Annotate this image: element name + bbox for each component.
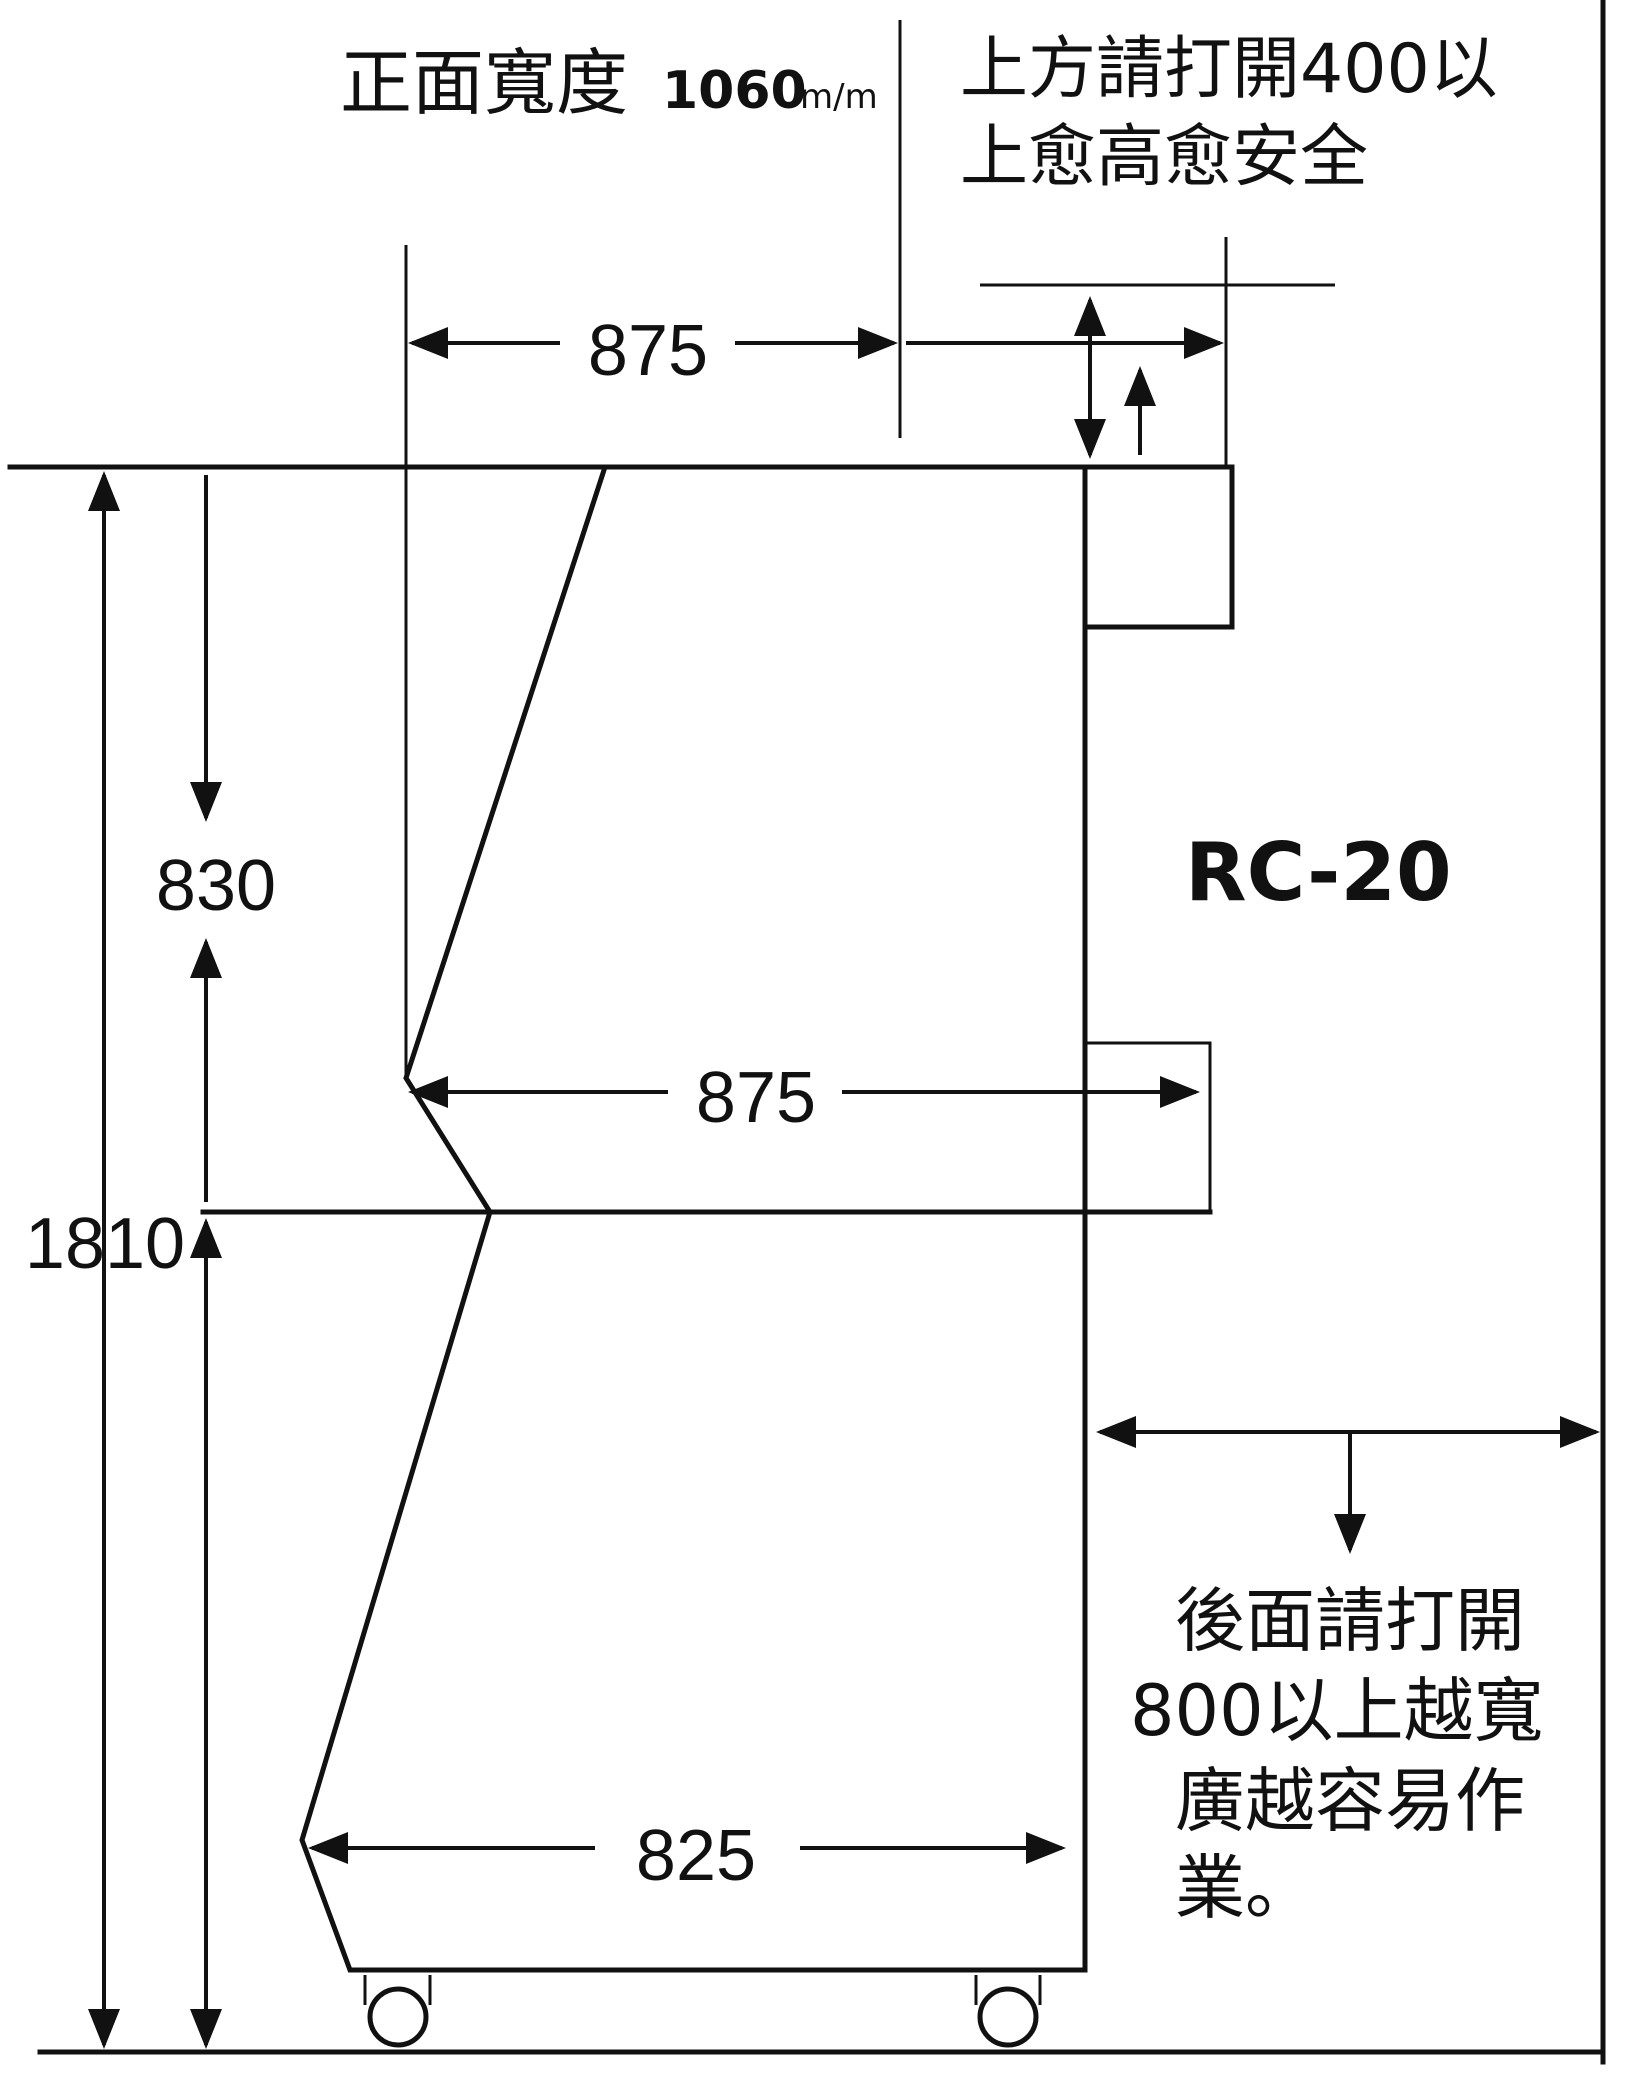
rear-clearance-note-line2: 800以上越寬 xyxy=(1130,1670,1544,1752)
machine-outline xyxy=(299,464,1088,1973)
total-height-label: 1810 xyxy=(25,1204,185,1284)
rear-clearance-note-line1: 後面請打開 xyxy=(1175,1580,1525,1662)
upper-height-label: 830 xyxy=(156,846,276,926)
middle-rear-duct xyxy=(1085,1041,1212,1214)
front-width-text: 正面寬度 xyxy=(340,41,628,125)
top-rear-duct xyxy=(1082,464,1235,630)
front-caster xyxy=(363,1975,432,2048)
top-depth-label: 875 xyxy=(588,311,708,391)
rear-caster xyxy=(974,1975,1042,2048)
bottom-depth-label: 825 xyxy=(636,1816,756,1896)
rear-clearance-note-line4: 業。 xyxy=(1175,1847,1315,1929)
front-width-value: 1060 xyxy=(662,61,807,121)
rear-clearance-note-line3: 廣越容易作 xyxy=(1175,1760,1525,1842)
model-label: RC-20 xyxy=(1185,826,1452,919)
middle-depth-label: 875 xyxy=(696,1058,816,1138)
top-clearance-note-line1: 上方請打開400以 xyxy=(960,30,1498,109)
top-clearance-note-line2: 上愈高愈安全 xyxy=(960,118,1368,197)
front-width-unit: m/m xyxy=(800,77,878,117)
